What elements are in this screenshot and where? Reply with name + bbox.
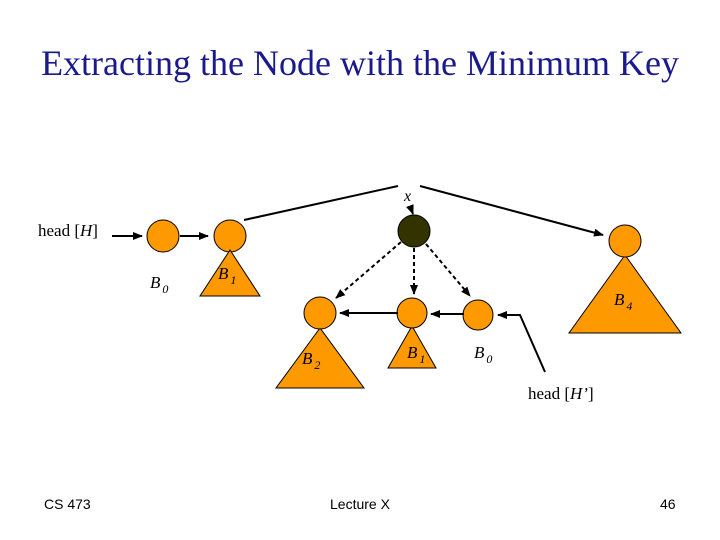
dashed-link-to-b0 xyxy=(425,243,471,297)
b2-root-node xyxy=(303,296,337,330)
pointer-x-arrow xyxy=(406,204,414,215)
head-h-prime-label: head [H’] xyxy=(528,384,594,403)
footer-page-number: 46 xyxy=(660,496,676,512)
b2-subtree-triangle xyxy=(275,327,365,389)
b1-child-root-node xyxy=(396,297,428,329)
pointer-x-label: x xyxy=(403,188,411,205)
head-h-prime-arrow xyxy=(497,311,546,373)
b1-subtree-triangle xyxy=(199,249,261,297)
dashed-link-to-b2 xyxy=(335,241,402,299)
head-h-label: head [H] xyxy=(38,221,98,240)
b0-root-node xyxy=(146,219,180,253)
b4-subtree-triangle xyxy=(568,254,682,334)
min-key-node xyxy=(397,214,431,248)
footer-lecture: Lecture X xyxy=(330,496,390,512)
slide-title: Extracting the Node with the Minimum Key xyxy=(41,43,679,83)
b4-root-node xyxy=(608,224,642,258)
footer-course: CS 473 xyxy=(44,496,91,512)
b1-root-node xyxy=(213,219,247,253)
arrow-to-x-left xyxy=(243,185,399,221)
b1-child-subtree-triangle xyxy=(387,324,437,369)
b0-child-root-node xyxy=(462,299,494,331)
arrow-to-b4 xyxy=(419,185,604,237)
